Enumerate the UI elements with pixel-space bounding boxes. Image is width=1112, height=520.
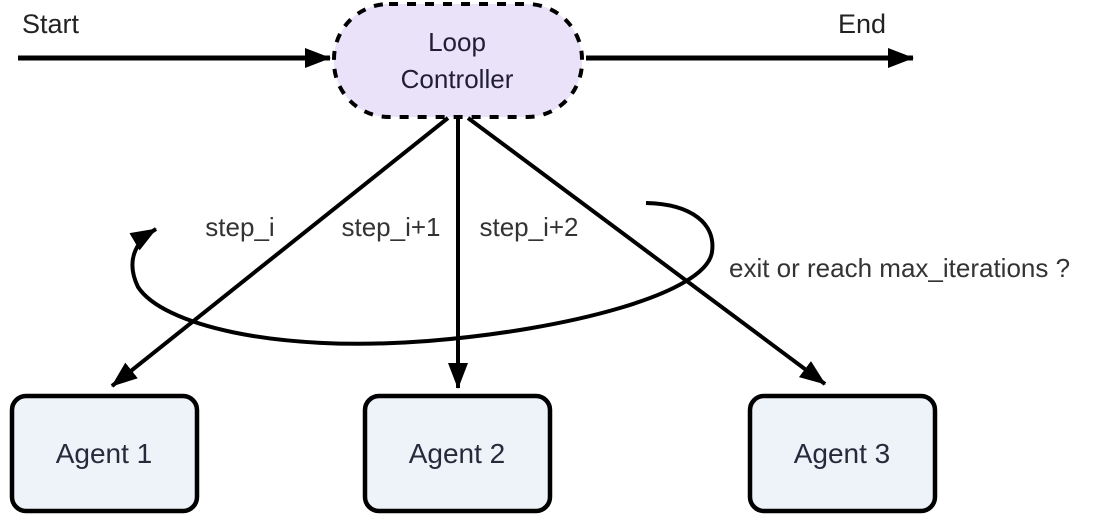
agent1-label: Agent 1 — [56, 438, 153, 469]
agent3-label: Agent 3 — [794, 438, 891, 469]
loop-controller-node — [332, 2, 584, 119]
loop-controller-label-line2: Controller — [401, 64, 514, 94]
agent2-label: Agent 2 — [409, 438, 506, 469]
loop-controller-label-line1: Loop — [428, 27, 486, 57]
edge-controller-to-agent1 — [110, 116, 450, 388]
end-label: End — [838, 9, 886, 39]
edge-label-step-i1: step_i+1 — [341, 212, 440, 242]
loop-back-arrow — [129, 201, 715, 346]
agent2-node — [362, 393, 553, 514]
start-label: Start — [22, 9, 80, 39]
agent1-node — [9, 393, 200, 514]
edge-label-step-i: step_i — [205, 212, 274, 242]
loop-condition-label: exit or reach max_iterations ? — [729, 253, 1070, 283]
edge-label-step-i2: step_i+2 — [479, 212, 578, 242]
edge-controller-to-agent3 — [466, 116, 827, 386]
agent3-node — [747, 393, 938, 514]
